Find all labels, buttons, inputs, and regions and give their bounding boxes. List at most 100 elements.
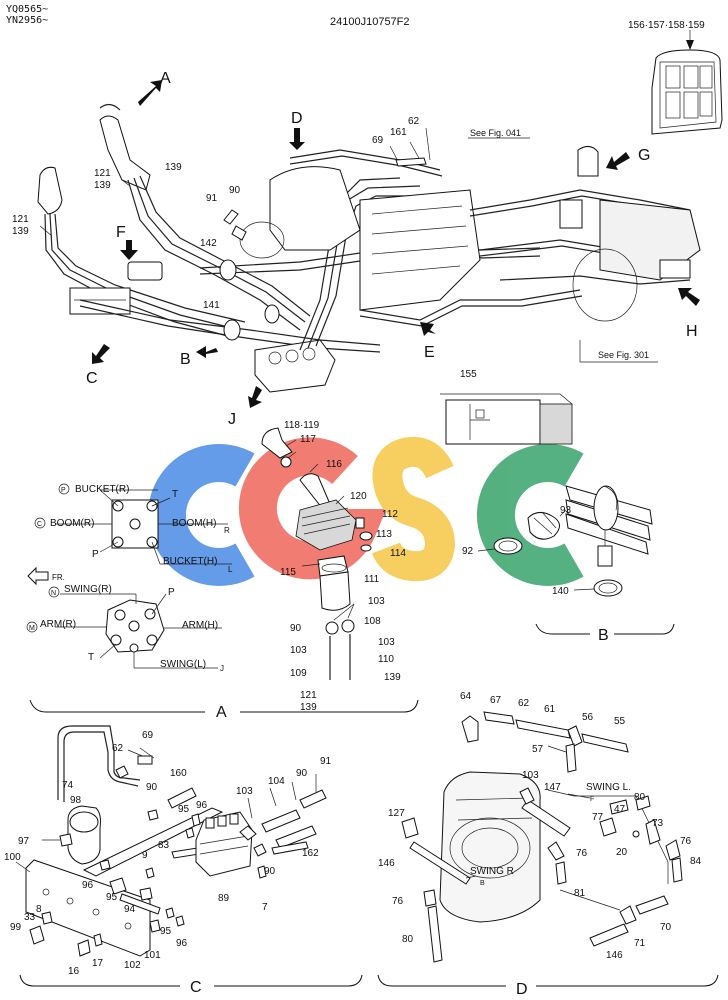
callout-103-b: 103	[290, 645, 307, 656]
detail-c: 69 62 74 98 97 100 90 160 95 96 103 104 …	[4, 725, 363, 996]
view-arrow-d-label: D	[291, 110, 303, 127]
watermark-letter-s	[371, 436, 456, 582]
view-arrow-b-label: B	[180, 351, 191, 368]
label-t: T	[172, 489, 178, 500]
callout-90-a: 90	[290, 623, 302, 634]
callout-c-95a: 95	[178, 804, 190, 815]
label-boom-r: BOOM(R)	[50, 518, 94, 529]
detail-a-label: A	[216, 704, 227, 721]
callout-c-95c: 95	[160, 926, 172, 937]
view-arrow-e: E	[420, 322, 436, 361]
callout-d-81: 81	[574, 888, 586, 899]
callout-108: 108	[364, 616, 381, 627]
callout-d-127: 127	[388, 808, 405, 819]
callout-c-97: 97	[18, 836, 30, 847]
callout-69: 69	[372, 135, 384, 146]
callout-139-left: 139	[12, 226, 29, 237]
pilot-lever-exploded	[261, 427, 373, 680]
view-arrow-j-label: J	[228, 411, 236, 428]
mark-p: P	[61, 487, 66, 494]
detail-c-label: C	[190, 979, 202, 996]
callout-d-103: 103	[522, 770, 539, 781]
callout-c-102: 102	[124, 960, 141, 971]
note-see-fig-301: See Fig. 301	[598, 350, 649, 360]
callout-115: 115	[280, 567, 296, 578]
callout-d-61: 61	[544, 704, 556, 715]
callout-140: 140	[552, 586, 569, 597]
view-arrow-d: D	[289, 110, 305, 150]
callout-139-a: 139	[384, 672, 401, 683]
drawing-number: 24100J10757F2	[330, 16, 410, 28]
watermark-logo	[148, 436, 584, 586]
callout-d-77: 77	[592, 812, 604, 823]
label-t-lower: T	[88, 652, 94, 663]
callout-d-64: 64	[460, 691, 472, 702]
callout-161: 161	[390, 127, 407, 138]
mark-c: C	[37, 521, 42, 528]
callout-c-17: 17	[92, 958, 104, 969]
callout-c-62: 62	[112, 743, 124, 754]
mark-m: M	[29, 625, 35, 632]
callout-110: 110	[378, 654, 394, 665]
mark-r: R	[224, 526, 230, 535]
callout-d-67: 67	[490, 695, 502, 706]
inset-155: 155	[440, 369, 573, 445]
callout-113: 113	[376, 529, 392, 540]
detail-a-upper-pattern: P BUCKET(R) C BOOM(R) T BOOM(H) R P BUCK…	[34, 483, 233, 574]
callout-109: 109	[290, 668, 307, 679]
callout-d-80a: 80	[634, 792, 646, 803]
callout-d-20: 20	[616, 847, 628, 858]
callout-117: 117	[300, 434, 316, 445]
callout-d-73: 73	[652, 818, 664, 829]
view-arrow-g: G	[606, 147, 650, 170]
callout-c-33: 33	[24, 912, 36, 923]
callout-141: 141	[203, 300, 220, 311]
callout-d-47: 47	[614, 804, 626, 815]
callout-d-76b: 76	[576, 848, 588, 859]
serial-line-1: YQ0565~	[6, 4, 48, 15]
view-arrow-f: F	[116, 224, 138, 260]
callout-90: 90	[229, 185, 241, 196]
callout-d-84: 84	[690, 856, 702, 867]
fr-label: FR.	[52, 573, 65, 582]
callout-121-a: 121	[300, 690, 317, 701]
callout-c-94: 94	[124, 904, 136, 915]
mark-j: J	[220, 664, 224, 673]
callout-d-71: 71	[634, 938, 646, 949]
callout-c-99: 99	[10, 922, 22, 933]
cab-window-inset	[651, 30, 723, 135]
view-arrow-a: A	[138, 70, 171, 106]
callout-c-89: 89	[218, 893, 230, 904]
label-p-upper: P	[92, 549, 99, 560]
label-p-lower: P	[168, 587, 175, 598]
label-boom-h: BOOM(H)	[172, 518, 216, 529]
view-arrow-j: J	[228, 386, 262, 428]
callout-112: 112	[382, 509, 398, 520]
callout-139-upper: 139	[165, 162, 182, 173]
callout-d-swing-r: SWING R	[470, 866, 514, 877]
callout-c-160: 160	[170, 768, 187, 779]
label-arm-h: ARM(H)	[182, 620, 218, 631]
callout-d-swing-l-sub: F	[590, 796, 594, 803]
view-arrow-e-label: E	[424, 344, 435, 361]
watermark-letter-g	[238, 437, 387, 580]
callout-93: 93	[560, 505, 572, 516]
callout-d-146b: 146	[606, 950, 623, 961]
callout-c-8: 8	[36, 904, 42, 915]
callout-d-57: 57	[532, 744, 544, 755]
callout-142: 142	[200, 238, 217, 249]
mark-n: N	[51, 590, 56, 597]
label-bucket-r: BUCKET(R)	[75, 484, 129, 495]
callout-c-96a: 96	[196, 800, 208, 811]
callout-d-56: 56	[582, 712, 594, 723]
callout-c-7: 7	[262, 902, 268, 913]
detail-a-lower-pattern: N SWING(R) M ARM(R) P ARM(H) T SWING(L) …	[26, 584, 224, 673]
callout-139-mid: 139	[94, 180, 111, 191]
callout-d-swing-l: SWING L.	[586, 782, 631, 793]
callout-114: 114	[390, 548, 406, 559]
callout-c-16: 16	[68, 966, 80, 977]
detail-a: P BUCKET(R) C BOOM(R) T BOOM(H) R P BUCK…	[26, 420, 419, 721]
callout-d-55: 55	[614, 716, 626, 727]
note-see-fig-041: See Fig. 041	[470, 128, 521, 138]
callout-d-147: 147	[544, 782, 561, 793]
